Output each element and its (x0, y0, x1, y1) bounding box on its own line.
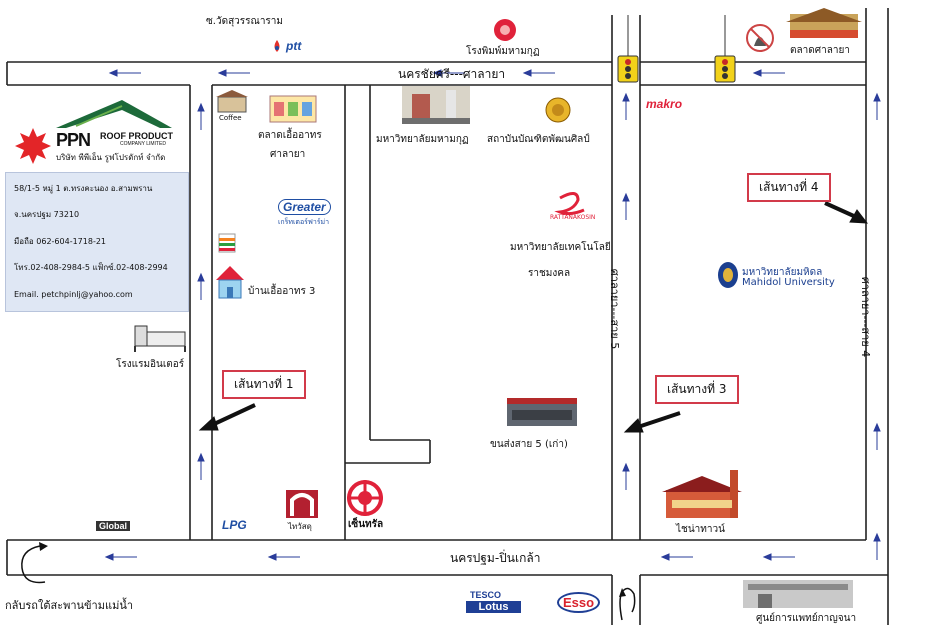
label-central: เซ็นทรัล (348, 519, 384, 530)
arrow-left-icon (752, 69, 785, 77)
label-medical-center: ศูนย์การแพทย์กาญจนา (756, 613, 857, 624)
label-greater: Greater (278, 199, 331, 215)
ppn-star-logo-icon (15, 128, 51, 164)
direction-arrows (104, 69, 881, 561)
route-pointers (198, 201, 869, 433)
u-turn-arrowhead-icon (619, 588, 626, 597)
company-info-card: 58/1-5 หมู่ 1 ต.ทรงคะนอง อ.สามพราน จ.นคร… (5, 172, 189, 312)
label-coffee: Coffee (219, 114, 242, 122)
label-food-market: ตลาดเอื้ออาทร (258, 130, 322, 141)
traffic-light-icon (714, 55, 736, 83)
ppn-brand-suffix: ROOF PRODUCT (100, 131, 173, 141)
label-chinatown: ไชน่าทาวน์ (676, 524, 725, 535)
label-mahamakut-uni: มหาวิทยาลัยมหามกุฏ (376, 134, 469, 145)
arrow-up-icon (197, 452, 205, 480)
mobile-number: มือถือ 062-604-1718-21 (14, 237, 107, 246)
label-fine-arts: สถาบันบัณฑิตพัฒนศิลป์ (487, 134, 590, 145)
label-housing: บ้านเอื้ออาทร 3 (248, 286, 316, 297)
label-makro: makro (646, 97, 683, 111)
rattanakosin-logo-icon (554, 192, 585, 216)
label-mahidol-en: Mahidol University (742, 277, 835, 288)
label-temple: ซ.วัดสุวรรณาราม (206, 16, 284, 27)
label-market-right: ตลาดศาลายา (790, 45, 850, 56)
address-line-1: 58/1-5 หมู่ 1 ต.ทรงคะนอง อ.สามพราน (14, 184, 153, 193)
icons (15, 8, 862, 608)
road-name-middle-vertical: ศาลายา---สาย 5 (608, 268, 622, 350)
ppn-brand-name: PPN (56, 130, 91, 150)
address-line-2: จ.นครปฐม 73210 (14, 210, 80, 219)
route-4-box: เส้นทางที่ 4 (747, 173, 831, 202)
food-market-icon (269, 95, 317, 123)
fine-arts-emblem-icon (545, 97, 571, 123)
road-name-right-vertical: ศาลายา---สาย 4 (859, 276, 873, 358)
label-rattanakosin: RATTANAKOSIN (550, 214, 596, 221)
arrow-left-icon (217, 69, 250, 77)
medical-center-icon (743, 580, 853, 608)
arrow-left-icon (522, 69, 555, 77)
arrow-up-icon (197, 272, 205, 300)
label-global: Global (96, 521, 131, 531)
arrow-left-icon (660, 553, 693, 561)
arrow-up-icon (873, 92, 881, 120)
label-food-market-2: ศาลายา (270, 149, 306, 160)
phone-fax: โทร.02-408-2984-5 แฟ็กซ์.02-408-2994 (14, 263, 168, 272)
route-4-pointer-icon (824, 201, 869, 224)
u-turn-arrowhead-icon (39, 542, 48, 551)
label-bus-terminal: ขนส่งสาย 5 (เก่า) (490, 439, 568, 450)
route-1-box: เส้นทางที่ 1 (222, 370, 306, 399)
label-rmut: มหาวิทยาลัยเทคโนโลยี (510, 242, 611, 253)
printing-logo-icon (494, 19, 516, 41)
road-outlines (6, 8, 889, 625)
u-turn-bottom-icon (619, 587, 636, 621)
label-hotel: โรงแรมอินเตอร์ (116, 359, 185, 370)
route-3-box: เส้นทางที่ 3 (655, 375, 739, 404)
road-name-top: นครชัยศรี---ศาลายา (398, 67, 506, 81)
label-esso: Esso (557, 592, 601, 613)
label-rmut-2: ราชมงคล (528, 268, 571, 279)
mahamakut-building-icon (402, 86, 470, 124)
ptt-logo-icon (274, 40, 280, 52)
arrow-left-icon (432, 69, 465, 77)
arrow-up-icon (873, 422, 881, 450)
label-lpg: LPG (222, 518, 247, 532)
label-tesco: TESCO (470, 590, 502, 600)
label-ptt: ptt (286, 39, 302, 53)
route-3-pointer-icon (623, 411, 681, 433)
traffic-light-icon (617, 55, 639, 83)
arrow-left-icon (108, 69, 141, 77)
buddha-circle-icon (746, 24, 774, 52)
arrow-up-icon (197, 102, 205, 130)
hotel-bed-icon (134, 325, 186, 352)
seven-eleven-icon (218, 233, 236, 253)
arrow-left-icon (267, 553, 300, 561)
road-name-uturn: กลับรถใต้สะพานข้ามแม่น้ำ (5, 599, 134, 612)
label-greater-thai: เกร็ทเตอร์ฟาร์ม่า (278, 218, 330, 226)
ppn-brand-sub: COMPANY LIMITED (120, 141, 166, 147)
coffee-shop-icon (216, 90, 248, 113)
house-icon (216, 266, 244, 299)
email-address[interactable]: Email. petchpinlj@yahoo.com (14, 290, 133, 299)
arrow-left-icon (762, 553, 795, 561)
central-logo-icon (347, 480, 383, 516)
arrow-up-icon (873, 532, 881, 560)
label-printing: โรงพิมพ์มหามกุฏ (466, 46, 540, 57)
chinatown-building-icon (662, 470, 742, 518)
market-building-icon (786, 8, 862, 38)
thai-watsadu-logo-icon (286, 490, 318, 518)
label-mahidol-thai: มหาวิทยาลัยมหิดล (742, 267, 823, 278)
arrow-up-icon (622, 192, 630, 220)
u-turn-left-icon (21, 545, 46, 584)
arrow-left-icon (104, 553, 137, 561)
mahidol-emblem-icon (718, 262, 738, 288)
label-lotus: Lotus (466, 601, 521, 613)
label-thai-watsadu: ไทวัสดุ (288, 522, 312, 531)
arrow-up-icon (622, 462, 630, 490)
bus-terminal-icon (507, 398, 577, 426)
road-name-bottom: นครปฐม-ปิ่นเกล้า (450, 551, 541, 565)
arrow-up-icon (622, 92, 630, 120)
route-1-pointer-icon (198, 403, 256, 431)
ppn-brand-thai: บริษัท พีพีเอ็น รูฟโปรดักท์ จำกัด (56, 153, 166, 162)
ppn-roof-logo-icon (56, 100, 172, 128)
